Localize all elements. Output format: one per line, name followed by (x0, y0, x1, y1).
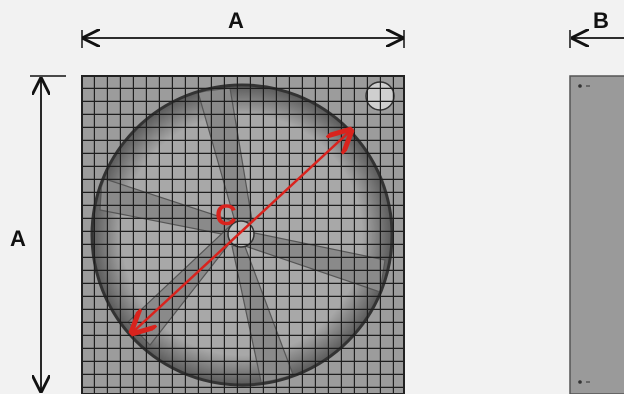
depth-label: B (593, 8, 609, 33)
side-panel (569, 75, 624, 394)
height-dimension: A (10, 75, 66, 391)
diameter-arrow (134, 132, 349, 331)
width-dimension: A (81, 8, 405, 48)
fan-side-view: B (569, 8, 624, 394)
fan-front-view (81, 75, 405, 394)
height-label: A (10, 226, 26, 251)
diameter-dimension: C (134, 132, 349, 331)
protective-grill (82, 76, 404, 394)
width-label: A (228, 8, 244, 33)
diameter-label: C (215, 199, 237, 232)
